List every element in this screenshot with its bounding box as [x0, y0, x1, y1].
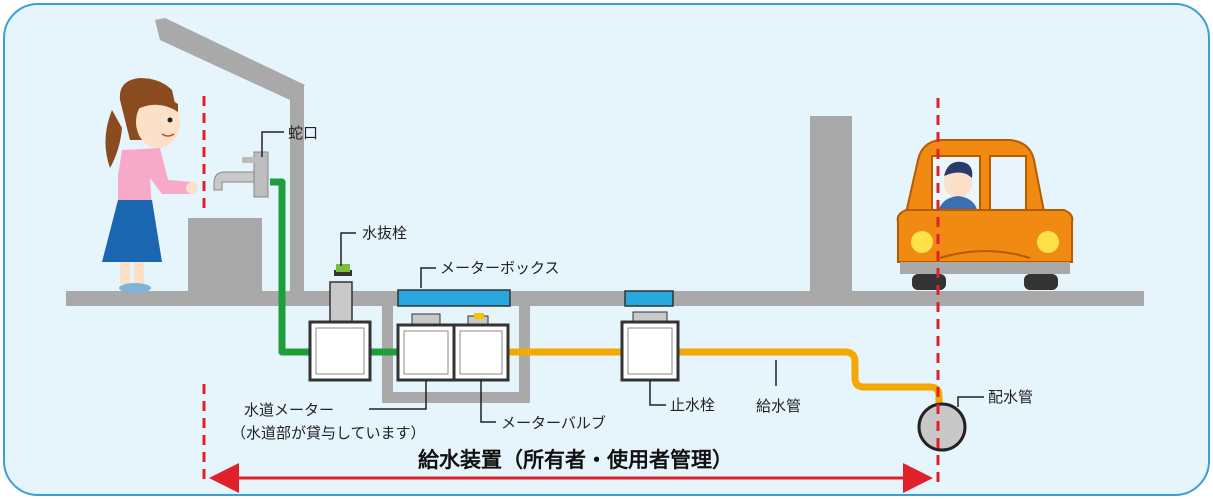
background-panel	[3, 3, 1210, 496]
drain-plug-box	[308, 320, 372, 382]
water-meter-label: 水道メーター	[244, 401, 334, 419]
system-caption: 給水装置（所有者・使用者管理）	[418, 448, 733, 472]
water-meter	[396, 313, 456, 382]
meter-box-label: メーターボックス	[440, 259, 560, 277]
supply-pipe-label: 給水管	[756, 397, 801, 415]
drain-plug-label: 水抜栓	[362, 224, 407, 242]
distribution-main	[917, 402, 967, 452]
faucet-label: 蛇口	[288, 124, 318, 142]
faucet	[213, 151, 269, 198]
boundary-wall	[810, 116, 852, 296]
distribution-main-label: 配水管	[988, 388, 1033, 406]
meter-box-lid	[397, 289, 511, 307]
meter-box-pit	[382, 306, 530, 403]
leader-lines	[261, 131, 984, 423]
stop-valve-lid	[624, 290, 674, 307]
meter-valve	[452, 313, 510, 382]
ground-line	[66, 291, 1144, 306]
stop-valve	[620, 311, 680, 382]
meter-valve-label: メーターバルブ	[501, 414, 606, 432]
girl-illustration	[102, 78, 198, 293]
stop-valve-label: 止水栓	[670, 396, 715, 414]
water-meter-note: （水道部が貸与しています）	[231, 424, 426, 442]
house-structure	[155, 18, 305, 295]
